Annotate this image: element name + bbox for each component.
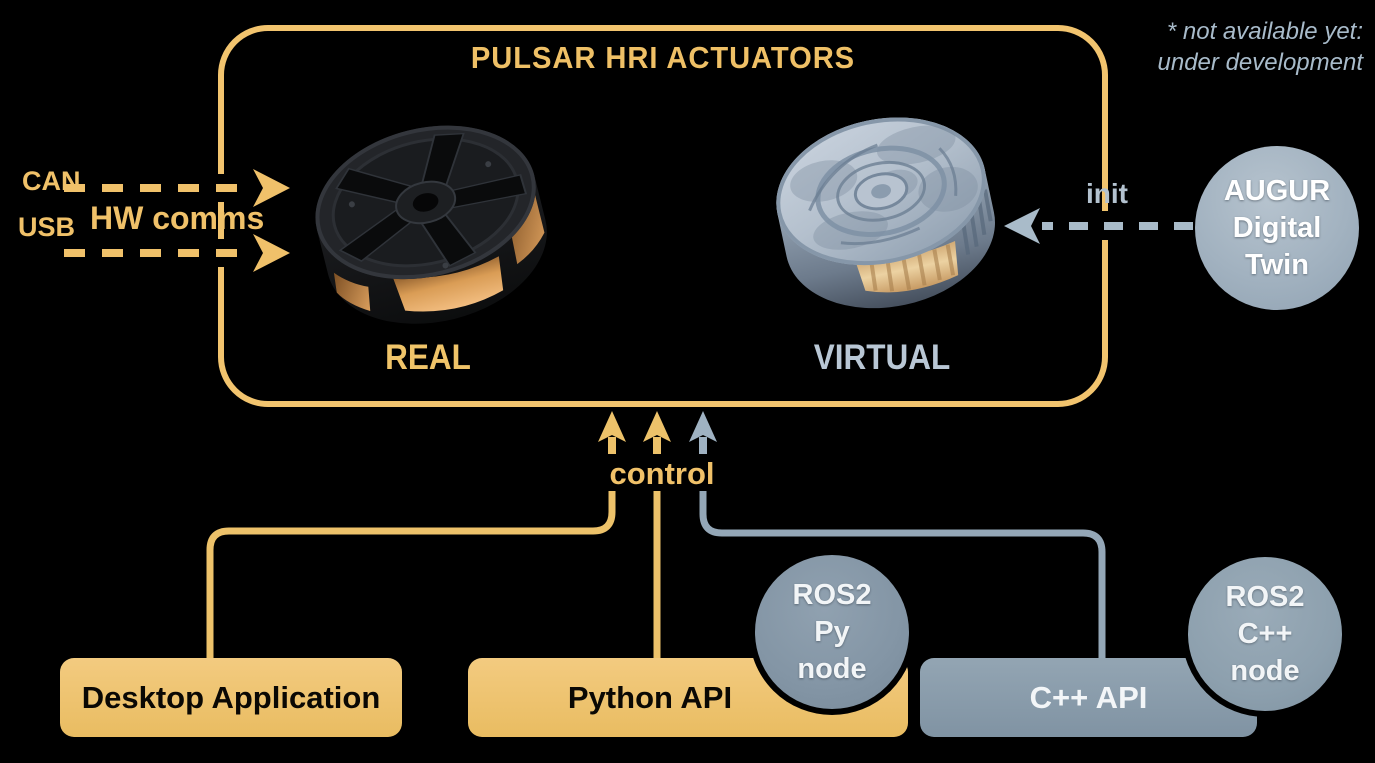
augur-line1: AUGUR [1223,174,1331,207]
desktop-connector [206,491,616,660]
control-arrow-python [643,411,671,454]
usb-label: USB [18,212,76,242]
init-label: init [1086,178,1128,209]
control-arrow-cpp [689,411,717,454]
real-caption: REAL [385,338,471,377]
augur-digital-twin-node: AUGUR Digital Twin [1195,146,1359,310]
real-actuator-image [315,125,547,324]
virtual-actuator-image [776,117,995,309]
ros2-py-node: ROS2 Py node [749,549,915,715]
augur-line3: Twin [1245,248,1309,281]
python-api-label: Python API [567,679,733,715]
ros2-cpp-line1: ROS2 [1225,580,1305,613]
ros2-cpp-node: ROS2 C++ node [1182,551,1348,717]
ros2-py-line2: Py [814,615,850,648]
control-arrow-desktop [598,411,626,454]
diagram-title: PULSAR HRI ACTUATORS [470,40,856,75]
cpp-api-label: C++ API [1029,679,1148,715]
hw-comms-label: HW comms [90,200,265,236]
virtual-caption: VIRTUAL [813,338,951,377]
desktop-application-node: Desktop Application [60,658,402,737]
disclaimer-note: * not available yet: under development [1158,16,1363,78]
disclaimer-line1: * not available yet: [1166,18,1363,45]
control-label: control [609,456,715,491]
desktop-application-label: Desktop Application [81,679,381,715]
ros2-py-line1: ROS2 [792,578,872,611]
ros2-cpp-line2: C++ [1237,617,1293,650]
disclaimer-line2: under development [1157,49,1363,76]
ros2-cpp-line3: node [1230,654,1300,687]
can-label: CAN [22,166,81,196]
cpp-api-node: C++ API [920,658,1257,737]
augur-line2: Digital [1232,211,1322,244]
ros2-py-line3: node [797,652,867,685]
